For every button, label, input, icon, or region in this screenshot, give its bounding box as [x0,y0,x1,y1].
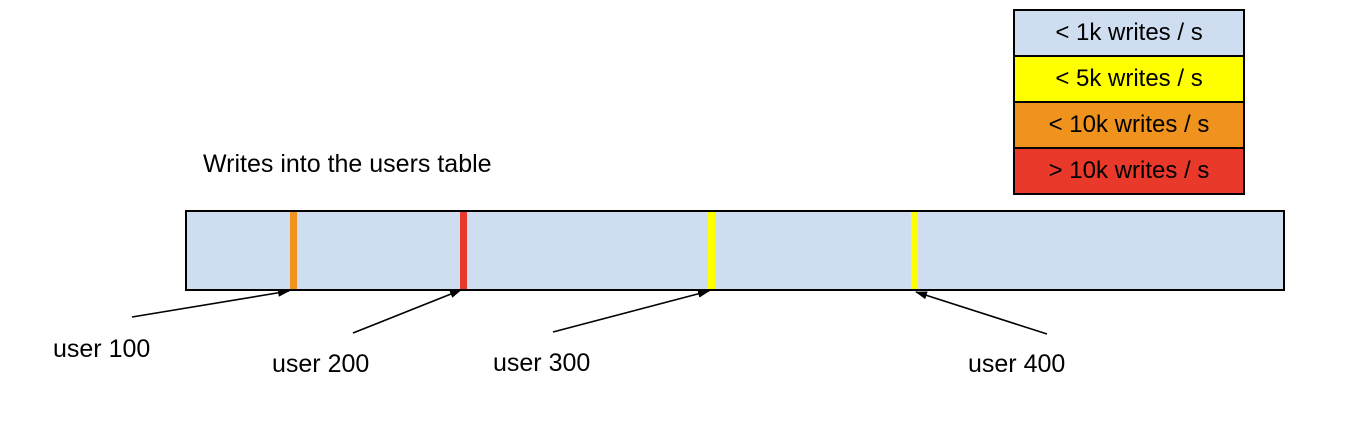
callout-arrow-user-100 [131,288,290,318]
callout-arrow-user-300 [552,289,710,333]
callout-label-user-400: user 400 [968,350,1066,378]
legend-item-0: < 1k writes / s [1015,11,1243,57]
write-hotspot-stripe-user-200 [460,212,467,289]
write-hotspot-stripe-user-100 [290,212,297,289]
legend-item-2: < 10k writes / s [1015,103,1243,149]
legend-item-label: < 1k writes / s [1055,19,1203,46]
legend-item-label: < 5k writes / s [1055,65,1203,92]
callout-label-user-100: user 100 [53,335,151,363]
callout-arrow-user-200 [352,289,462,334]
diagram-title: Writes into the users table [203,150,492,178]
legend-item-label: > 10k writes / s [1048,157,1210,184]
legend-item-3: > 10k writes / s [1015,149,1243,193]
callout-label-user-200: user 200 [272,350,370,378]
callout-arrow-user-400 [915,291,1048,335]
write-hotspot-stripe-user-300 [708,212,715,289]
callout-label-user-300: user 300 [493,349,591,377]
write-hotspot-stripe-user-400 [911,212,918,289]
legend: < 1k writes / s < 5k writes / s < 10k writ… [1013,9,1245,195]
legend-item-1: < 5k writes / s [1015,57,1243,103]
legend-item-label: < 10k writes / s [1048,111,1210,138]
users-table-bar [185,210,1285,291]
